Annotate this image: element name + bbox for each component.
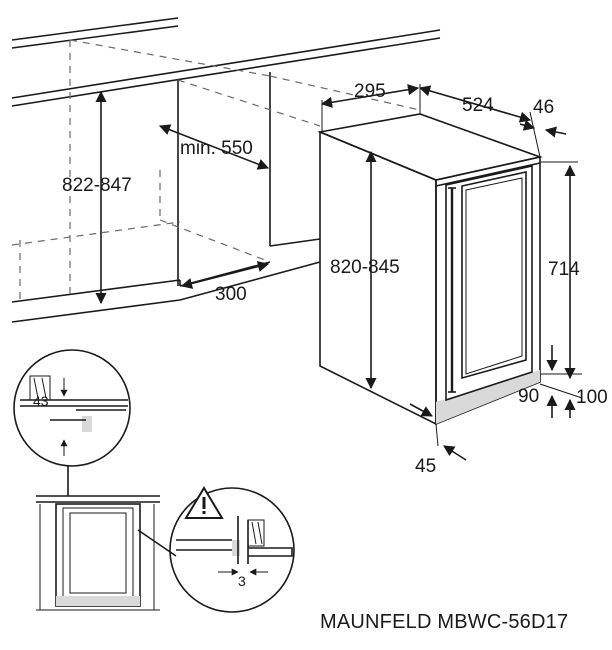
bottom-45-label: 45	[415, 456, 436, 477]
detail-3-label: 3	[238, 573, 246, 589]
unit-height-dimension: 820-845	[330, 150, 400, 390]
unit-depth-top-label: 295	[354, 81, 386, 102]
door-height-dimension: 714	[540, 161, 580, 380]
detail-43-label: 43	[33, 393, 49, 409]
unit-side-46-dimension: 46	[519, 97, 567, 138]
bottom-45-dimension: 45	[409, 403, 467, 477]
front-view-mini	[36, 495, 160, 611]
niche-height-label: 822-847	[62, 175, 132, 196]
warning-triangle-icon	[184, 486, 224, 519]
niche-min-depth-dimension: min. 550	[158, 124, 270, 170]
niche-min-depth-label: min. 550	[180, 138, 253, 159]
unit-height-label: 820-845	[330, 257, 400, 278]
model-caption: MAUNFELD MBWC-56D17	[320, 611, 568, 633]
niche-height-dimension: 822-847	[62, 90, 132, 305]
unit-side-46-label: 46	[533, 97, 554, 118]
detail-side-gap: 3	[137, 486, 295, 613]
niche-bottom-depth-label: 300	[215, 284, 247, 305]
detail-top-clearance: 43	[13, 349, 131, 496]
niche-bottom-depth-dimension: 300	[180, 261, 270, 305]
unit-width-dimension: 524	[418, 85, 541, 158]
plinth-90-label: 90	[518, 386, 539, 407]
unit-width-label: 524	[462, 95, 494, 116]
plinth-100-label: 100	[576, 387, 608, 408]
plinth-dimensions: 100 90	[518, 345, 608, 418]
door-height-label: 714	[548, 259, 580, 280]
unit-depth-top-dimension: 295	[320, 81, 421, 132]
